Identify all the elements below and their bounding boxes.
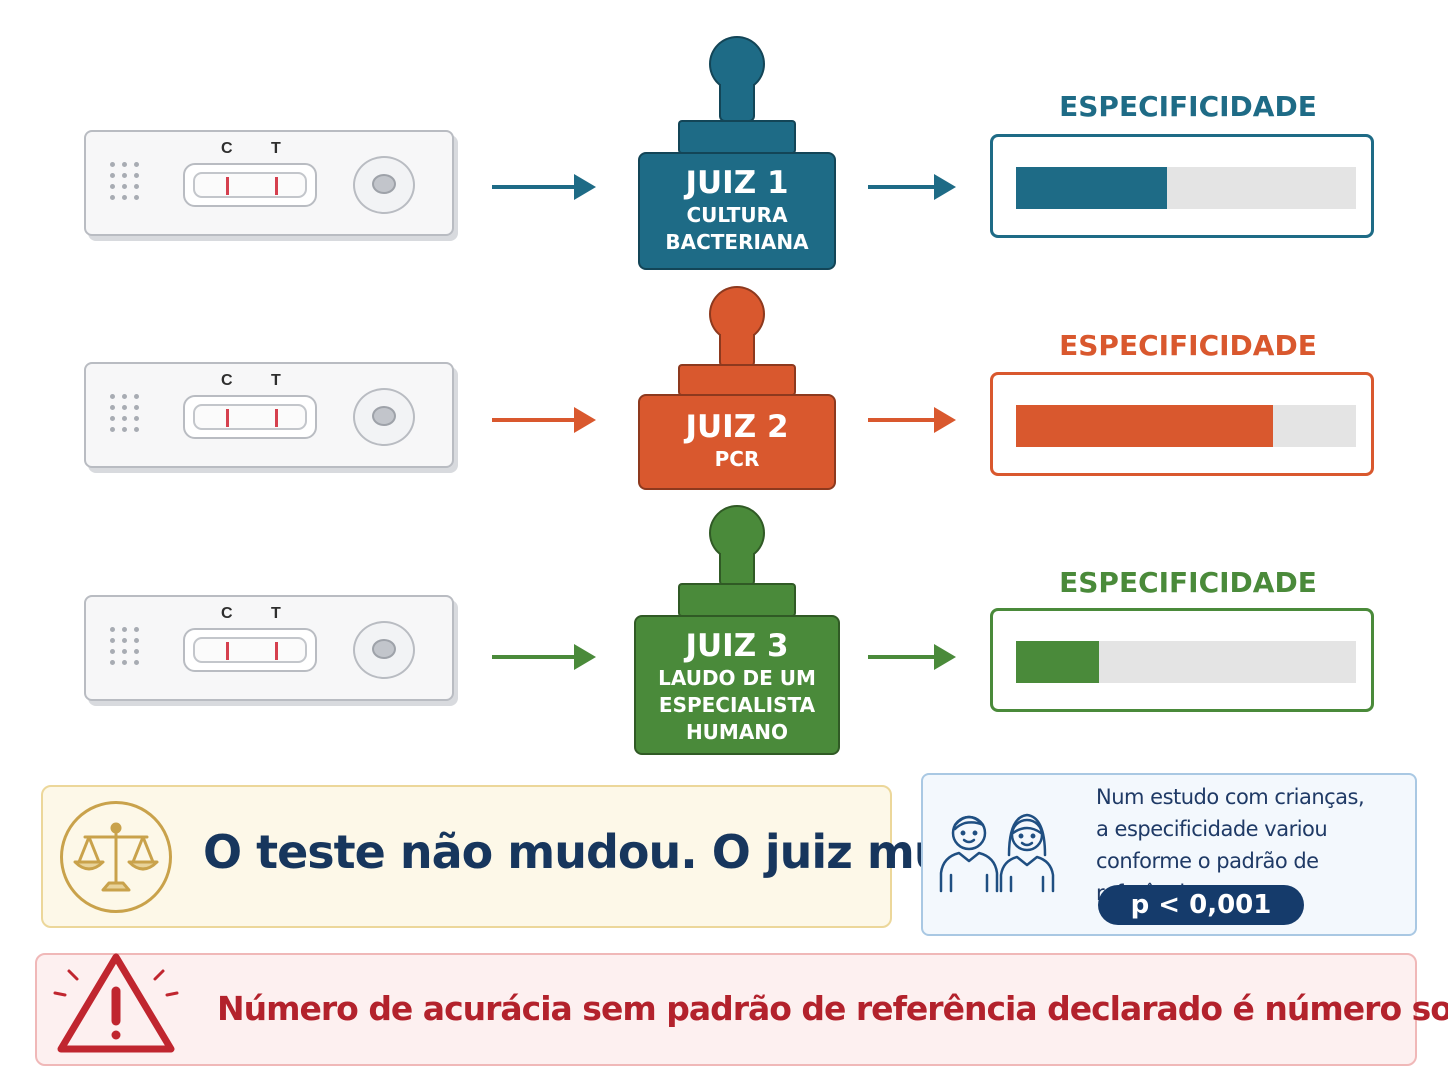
arrow-icon bbox=[492, 644, 596, 670]
specificity-label: ESPECIFICIDADE bbox=[1059, 566, 1317, 599]
arrow-icon bbox=[492, 407, 596, 433]
sample-well bbox=[353, 156, 415, 214]
test-line bbox=[275, 177, 278, 195]
judge-title: JUIZ 1 bbox=[685, 165, 789, 201]
test-letter: T bbox=[271, 372, 281, 389]
specificity-meter bbox=[990, 608, 1374, 712]
sample-well bbox=[353, 621, 415, 679]
scales-icon bbox=[60, 801, 172, 913]
result-window: C T bbox=[183, 140, 317, 207]
specificity-meter bbox=[990, 134, 1374, 238]
key-message: O teste não mudou. O juiz mudou. bbox=[203, 825, 1057, 879]
reference-standard: ESPECIALISTA bbox=[658, 693, 816, 717]
result-window: C T bbox=[183, 372, 317, 439]
control-letter: C bbox=[221, 372, 233, 389]
judge-stamp-2: JUIZ 2 PCR bbox=[638, 286, 836, 490]
judge-stamp-3: JUIZ 3 LAUDO DE UM ESPECIALISTA HUMANO bbox=[634, 505, 840, 755]
rapid-test-cassette: C T bbox=[84, 130, 458, 242]
specificity-bar bbox=[1016, 405, 1273, 447]
study-line: Num estudo com crianças, bbox=[1096, 785, 1365, 809]
reference-standard: BACTERIANA bbox=[665, 230, 809, 254]
sample-well bbox=[353, 388, 415, 446]
rapid-test-cassette: C T bbox=[84, 595, 458, 707]
arrow-icon bbox=[492, 174, 596, 200]
test-letter: T bbox=[271, 605, 281, 622]
reference-standard: LAUDO DE UM bbox=[658, 666, 816, 690]
study-note-box: Num estudo com crianças, a especificidad… bbox=[921, 773, 1417, 936]
children-icon bbox=[935, 803, 1065, 903]
judge-title: JUIZ 3 bbox=[685, 628, 789, 664]
specificity-bar bbox=[1016, 167, 1168, 209]
judge-title: JUIZ 2 bbox=[685, 409, 789, 445]
test-line bbox=[275, 409, 278, 427]
study-line: a especificidade variou bbox=[1096, 817, 1328, 841]
warning-triangle-icon bbox=[51, 949, 181, 1063]
result-window: C T bbox=[183, 605, 317, 672]
rapid-test-cassette: C T bbox=[84, 362, 458, 474]
specificity-label: ESPECIFICIDADE bbox=[1059, 90, 1317, 123]
specificity-meter bbox=[990, 372, 1374, 476]
warning-box: Número de acurácia sem padrão de referên… bbox=[35, 953, 1448, 1066]
control-line bbox=[226, 642, 229, 660]
grip-dots bbox=[110, 162, 140, 204]
key-message-box: O teste não mudou. O juiz mudou. bbox=[41, 785, 1057, 928]
judge-stamp-1: JUIZ 1 CULTURA BACTERIANA bbox=[638, 36, 836, 270]
reference-standard: PCR bbox=[714, 447, 760, 471]
grip-dots bbox=[110, 394, 140, 436]
reference-standard: HUMANO bbox=[685, 720, 789, 744]
arrow-icon bbox=[868, 644, 956, 670]
arrow-icon bbox=[868, 407, 956, 433]
p-value-badge: p < 0,001 bbox=[1098, 885, 1304, 925]
control-line bbox=[226, 177, 229, 195]
test-line bbox=[275, 642, 278, 660]
specificity-bar bbox=[1016, 641, 1100, 683]
arrow-icon bbox=[868, 174, 956, 200]
warning-text: Número de acurácia sem padrão de referên… bbox=[217, 989, 1448, 1028]
control-letter: C bbox=[221, 140, 233, 157]
test-letter: T bbox=[271, 140, 281, 157]
grip-dots bbox=[110, 627, 140, 669]
reference-standard: CULTURA bbox=[686, 203, 788, 227]
control-line bbox=[226, 409, 229, 427]
control-letter: C bbox=[221, 605, 233, 622]
specificity-label: ESPECIFICIDADE bbox=[1059, 329, 1317, 362]
